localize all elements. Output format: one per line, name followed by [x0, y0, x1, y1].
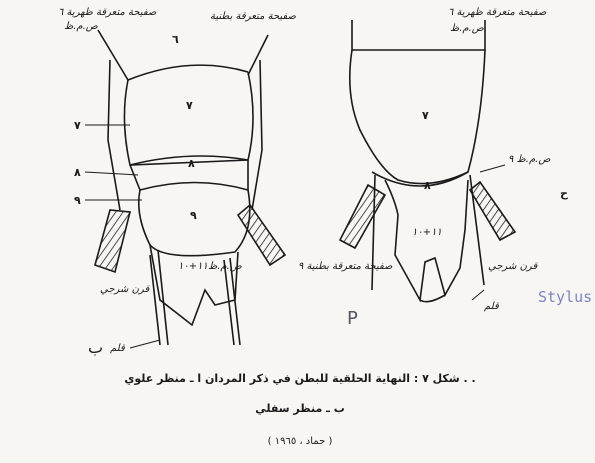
right-side-mark: ح: [560, 188, 568, 199]
left-ventral-plate-label: صفيحة متعرقة بطنية: [210, 12, 296, 22]
right-view-mark: P: [347, 308, 358, 329]
left-abdomen-outline: [98, 30, 268, 345]
figure-caption-line-2: ب ـ منظر سفلي: [110, 402, 490, 415]
handwritten-stylus-note: Stylus: [538, 288, 592, 306]
figure-caption-line-1: شكل ٧ : النهاية الحلقية للبطن في ذكر الم…: [110, 372, 490, 385]
left-segment-6: ٦: [172, 34, 179, 45]
left-segment-code: ص.م.ظ: [208, 262, 242, 272]
right-dorsal-plate-label: صفيحة متعرقة ظهرية ٦: [448, 8, 546, 18]
left-side-label-9: ٩: [74, 195, 81, 206]
left-view-mark: ب: [88, 338, 103, 357]
left-cercus-label: قرن شرجي: [100, 285, 149, 295]
left-dorsal-plate-code: ص.م.ظ: [64, 22, 98, 32]
left-side-label-8: ٨: [74, 167, 81, 178]
left-dorsal-plate-label: صفيحة متعرقة ظهرية ٦: [58, 8, 156, 18]
left-segment-9: ٩: [190, 210, 197, 221]
right-cercus-label: قرن شرجي: [488, 262, 537, 272]
right-segment-7: ٧: [422, 110, 429, 121]
right-segment-10-11: ١١+١٠: [412, 228, 442, 238]
left-segment-8: ٨: [188, 158, 195, 169]
figure-credit: ( حماد ، ١٩٦٥ ): [230, 436, 370, 447]
left-side-label-7: ٧: [74, 120, 81, 131]
right-segment-8: ٨: [424, 180, 431, 191]
right-ventral-plate-label: صفيحة متعرقة بطنية ٩: [298, 262, 393, 272]
left-stylus-label: قلم: [110, 344, 125, 354]
right-stylus-label: قلم: [484, 302, 499, 312]
right-abdomen-outline: [350, 20, 485, 302]
left-segment-7: ٧: [186, 100, 193, 111]
right-segment-code: ص.م.ظ ٩: [508, 155, 550, 165]
left-segment-10-11: ١١+١٠: [178, 262, 208, 272]
right-dorsal-plate-code: ص.م.ظ: [450, 24, 484, 34]
